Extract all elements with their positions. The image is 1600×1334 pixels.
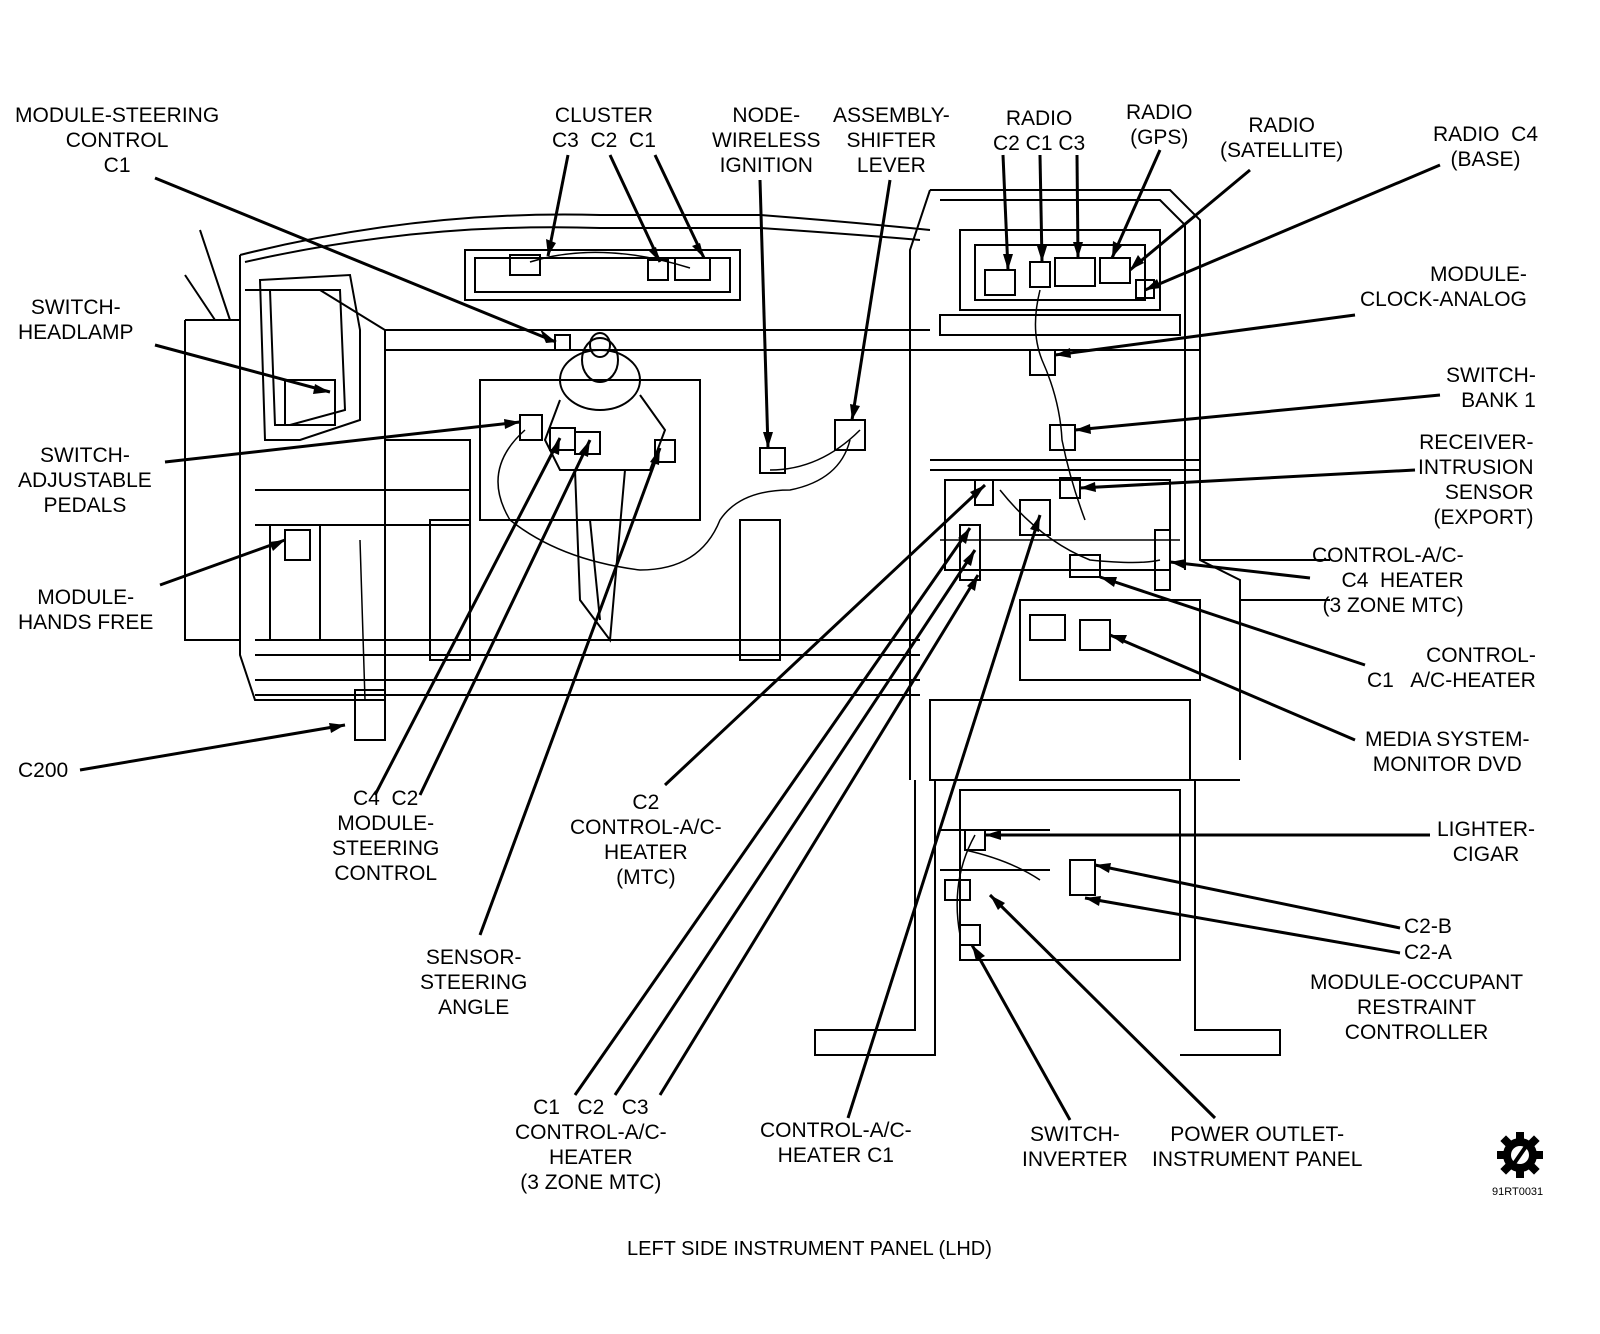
leader-module-steering-control-c1 (154, 176, 557, 344)
gear-slash-logo-icon (1497, 1132, 1543, 1178)
label-control-ac-heater-mtc-c2: C2 CONTROL-A/C- HEATER (MTC) (570, 791, 722, 889)
leader-receiver-intrusion-sensor (1079, 468, 1416, 490)
leader-radio-c4-base (1144, 163, 1441, 292)
label-c200: C200 (18, 759, 69, 782)
label-switch-adjustable-pedals: SWITCH- ADJUSTABLE PEDALS (18, 444, 152, 517)
label-control-ac-heater-3zone-c1-c2-c3: C1 C2 C3 CONTROL-A/C- HEATER (3 ZONE MTC… (515, 1096, 667, 1194)
leader-steering-control-c4 (373, 437, 562, 796)
label-module-clock-analog: MODULE- CLOCK-ANALOG (1360, 263, 1527, 311)
wire-harness (359, 251, 1180, 936)
leader-cluster-c3 (546, 154, 570, 257)
label-c2-b: C2-B (1404, 915, 1452, 938)
leader-c2-b (1094, 863, 1401, 930)
leader-radio-satellite (1129, 168, 1251, 272)
label-cluster: CLUSTER C3 C2 C1 (552, 104, 656, 152)
label-control-ac-heater-c1-bottom: CONTROL-A/C- HEATER C1 (760, 1119, 912, 1167)
leader-cluster-c2 (608, 154, 662, 263)
label-switch-inverter: SWITCH- INVERTER (1022, 1123, 1128, 1171)
leader-radio-c3 (1075, 154, 1080, 259)
label-module-steering-control-c4-c2: C4 C2 MODULE- STEERING CONTROL (332, 787, 440, 885)
label-sensor-steering-angle: SENSOR- STEERING ANGLE (420, 946, 528, 1019)
leader-c200 (79, 723, 346, 772)
leader-node-wireless-ignition (758, 179, 770, 449)
leader-3zone-c1 (573, 527, 972, 1096)
label-node-wireless-ignition: NODE- WIRELESS IGNITION (712, 104, 821, 177)
leader-switch-bank-1 (1074, 393, 1441, 432)
leader-control-ac-heater-mtc-c2 (663, 483, 987, 787)
leader-3zone-c2 (613, 549, 977, 1096)
label-radio-gps: RADIO (GPS) (1126, 101, 1193, 149)
leader-power-outlet (988, 893, 1217, 1120)
leader-radio-c1 (1038, 154, 1044, 263)
label-assembly-shifter-lever: ASSEMBLY- SHIFTER LEVER (833, 104, 950, 177)
leader-switch-inverter (970, 944, 1072, 1121)
leader-control-ac-heater-c4 (1169, 560, 1311, 580)
leader-lines (79, 149, 1441, 1121)
label-radio-satellite: RADIO (SATELLITE) (1220, 114, 1344, 162)
label-lighter-cigar: LIGHTER- CIGAR (1437, 818, 1536, 866)
leader-sensor-steering-angle (478, 447, 662, 936)
leader-switch-adjustable-pedals (164, 420, 521, 464)
label-switch-bank-1: SWITCH- BANK 1 (1446, 364, 1536, 412)
leader-module-hands-free (159, 538, 286, 587)
label-control-ac-heater-c1-right: CONTROL- C1 A/C-HEATER (1367, 644, 1536, 692)
leader-c2-a (1084, 896, 1401, 955)
label-module-steering-control-c1: MODULE-STEERING CONTROL C1 (15, 104, 220, 177)
label-radio-c4-base: RADIO C4 (BASE) (1433, 123, 1539, 171)
label-control-ac-heater-c4: CONTROL-A/C- C4 HEATER (3 ZONE MTC) (1312, 544, 1464, 617)
leader-radio-c2 (1001, 154, 1010, 271)
label-c2-a: C2-A (1404, 941, 1452, 964)
leader-assembly-shifter-lever (850, 179, 892, 421)
leader-steering-control-c2 (418, 439, 592, 796)
label-receiver-intrusion-sensor: RECEIVER- INTRUSION SENSOR (EXPORT) (1418, 431, 1534, 529)
label-module-hands-free: MODULE- HANDS FREE (18, 586, 154, 634)
leader-media-system-monitor-dvd (1109, 633, 1356, 742)
leader-control-ac-heater-c1-right (1099, 575, 1366, 667)
leader-module-clock-analog (1054, 313, 1356, 357)
label-switch-headlamp: SWITCH- HEADLAMP (18, 296, 134, 344)
leader-cluster-c1 (653, 154, 706, 259)
label-module-occupant-restraint-controller: MODULE-OCCUPANT RESTRAINT CONTROLLER (1310, 971, 1524, 1044)
label-power-outlet-instrument-panel: POWER OUTLET- INSTRUMENT PANEL (1152, 1123, 1363, 1171)
figure-code: 91RT0031 (1492, 1186, 1544, 1198)
label-media-system-monitor-dvd: MEDIA SYSTEM- MONITOR DVD (1365, 728, 1530, 776)
panel-structure (184, 189, 1330, 1056)
leader-radio-gps (1110, 149, 1162, 259)
label-radio-c2-c1-c3: RADIO C2 C1 C3 (993, 107, 1086, 155)
leader-3zone-c3 (658, 574, 980, 1096)
leader-control-ac-heater-c1-bottom (846, 514, 1042, 1119)
leader-arrowheads (269, 239, 1186, 961)
leader-switch-headlamp (154, 343, 331, 394)
figure-caption: LEFT SIDE INSTRUMENT PANEL (LHD) (627, 1238, 992, 1260)
